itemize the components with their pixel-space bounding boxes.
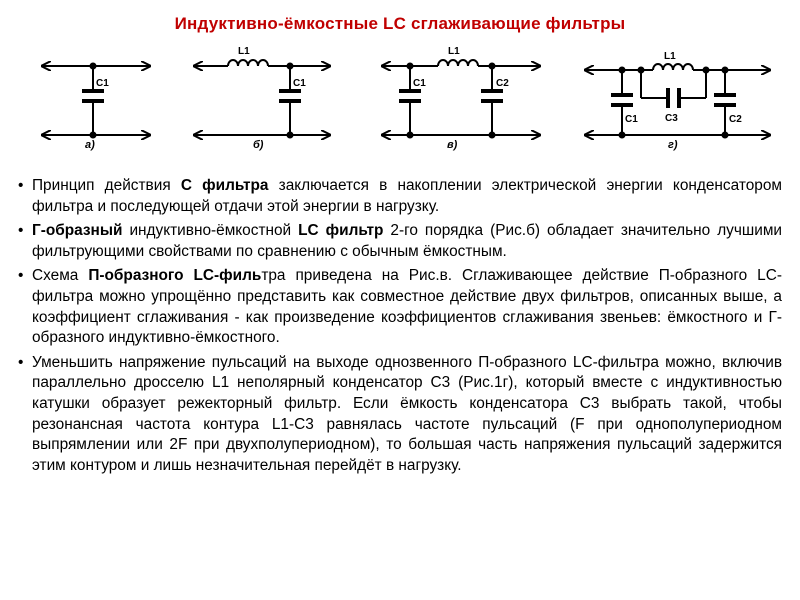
bullet-2-bold-2: LC фильтр xyxy=(298,222,384,240)
diagram-g: L1 C1 C3 C2 г) xyxy=(585,51,770,151)
circuit-diagrams: C1 а) L1 C1 б) xyxy=(0,40,800,165)
bullet-list: Принцип действия С фильтра заключается в… xyxy=(18,176,782,480)
inductor-l1-g xyxy=(652,63,694,71)
caption-v: в) xyxy=(447,139,458,151)
label-c3-g: C3 xyxy=(665,113,678,124)
bullet-1-text-2: заключается в накоплении электрической э… xyxy=(32,177,782,215)
bullet-item-3: Схема П-образного LC-фильтра приведена н… xyxy=(18,266,782,348)
label-c1-v: C1 xyxy=(413,78,426,89)
circuit-diagrams-svg: C1 а) L1 C1 б) xyxy=(0,46,800,151)
bullet-2-bold-1: Г-образный xyxy=(32,222,123,240)
bullet-2-text-1: индуктивно-ёмкостной xyxy=(122,222,299,240)
bullet-3-text-2: тра приведена на Рис.в. Сглаживающее дей… xyxy=(32,267,782,347)
label-l1-b: L1 xyxy=(238,46,250,57)
bullet-2-text-2: 2-го порядка (Рис.б) обладает значительн… xyxy=(32,222,783,260)
label-c1-a: C1 xyxy=(96,78,109,89)
diagram-a: C1 а) xyxy=(42,64,150,151)
bullet-1-bold-1: С фильтра xyxy=(180,177,269,194)
inductor-l1-b xyxy=(227,59,269,67)
diagram-b: L1 C1 б) xyxy=(194,46,330,151)
bullet-item-4: Уменьшить напряжение пульсаций на выходе… xyxy=(18,353,782,477)
caption-b: б) xyxy=(253,139,264,151)
caption-a: а) xyxy=(85,139,95,151)
label-c2-g: C2 xyxy=(729,114,742,125)
label-c1-b: C1 xyxy=(293,78,306,89)
bullet-item-2: Г-образный индуктивно-ёмкостной LC фильт… xyxy=(18,221,782,262)
bullet-3-text-1: Схема xyxy=(32,267,89,285)
bullet-3-bold-1: П-образного LC-филь xyxy=(88,267,262,285)
bullet-4-text-1: Уменьшить напряжение пульсаций на выходе… xyxy=(32,353,782,474)
label-c1-g: C1 xyxy=(625,114,638,125)
inductor-l1-v xyxy=(437,59,479,67)
diagram-v: L1 C1 C2 в) xyxy=(382,46,540,151)
bullet-item-1: Принцип действия С фильтра заключается в… xyxy=(18,176,782,217)
label-l1-v: L1 xyxy=(448,46,460,57)
label-l1-g: L1 xyxy=(664,51,676,62)
bullet-1-text-1: Принцип действия xyxy=(32,177,181,194)
page-title: Индуктивно-ёмкостные LC сглаживающие фил… xyxy=(174,14,626,33)
label-c2-v: C2 xyxy=(496,78,509,89)
caption-g: г) xyxy=(668,139,678,151)
